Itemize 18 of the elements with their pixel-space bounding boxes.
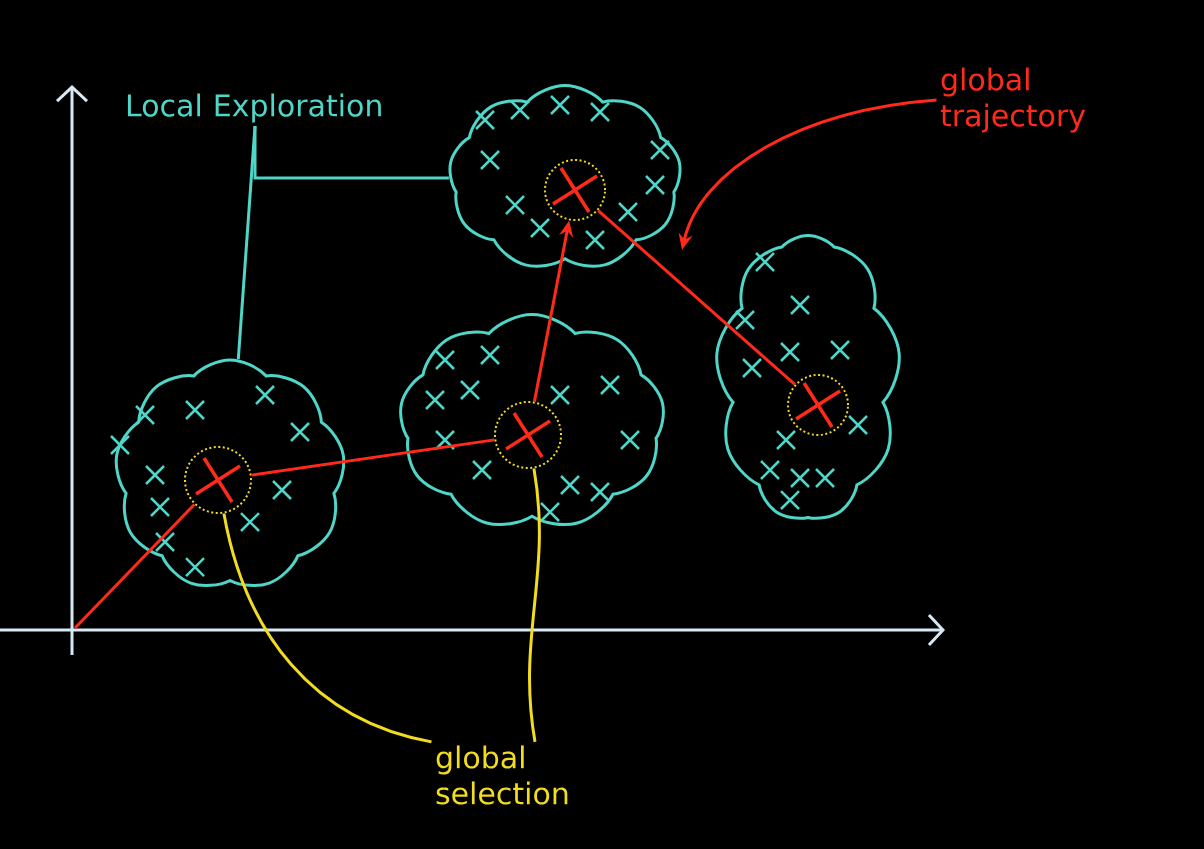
cluster-outline <box>399 313 665 527</box>
selection-circle <box>544 159 606 221</box>
leader-line <box>236 125 257 360</box>
selection-circle <box>494 401 562 469</box>
selection-circle <box>787 374 849 436</box>
selection-circle <box>184 446 252 514</box>
cluster-outline <box>715 234 901 520</box>
annotation-text: global trajectory <box>940 67 1086 133</box>
trajectory-line <box>597 209 796 386</box>
leader-line <box>528 468 541 743</box>
annotation-text: global selection <box>436 745 568 805</box>
cluster-outline <box>114 358 346 587</box>
trajectory-line <box>73 503 196 630</box>
cluster-outline <box>448 84 682 268</box>
trajectory-line <box>251 438 495 477</box>
annotation-text: Local Exploration <box>127 93 381 123</box>
leader-line <box>222 513 432 744</box>
leader-line <box>253 126 449 180</box>
